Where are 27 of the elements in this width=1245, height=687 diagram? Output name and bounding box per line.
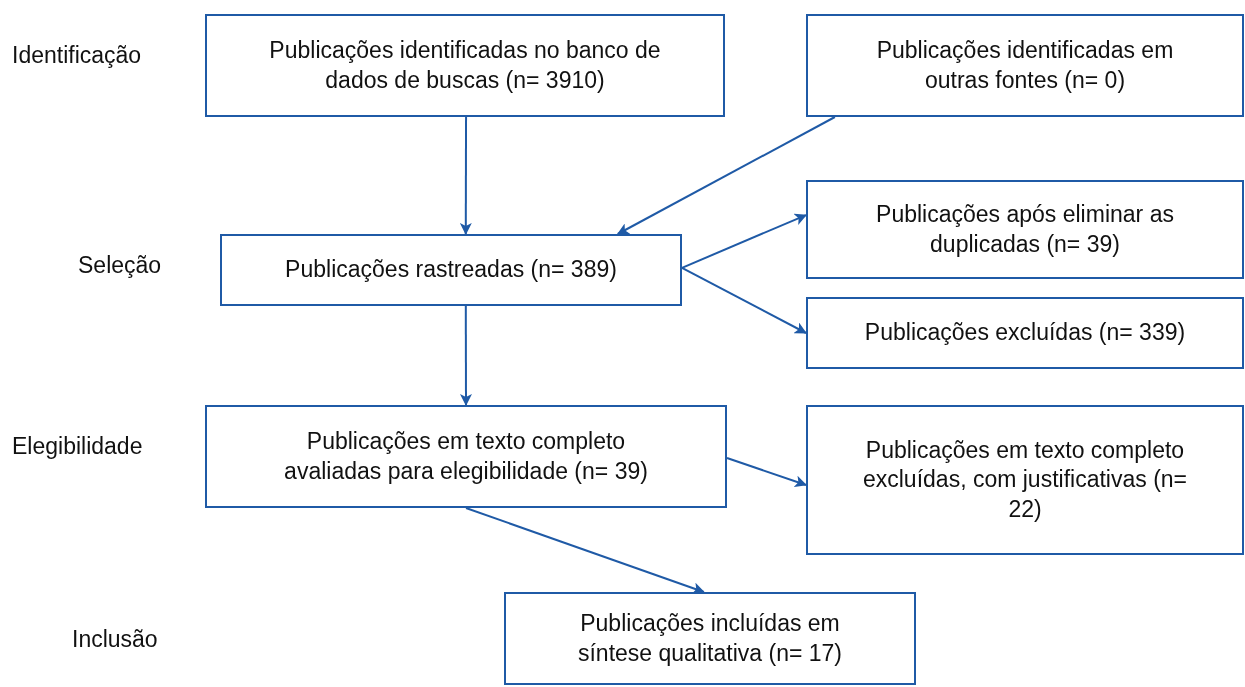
process-box — [205, 14, 725, 117]
box-text: Publicações identificadas em outras fontes (n= 0) — [875, 36, 1175, 95]
process-box — [205, 405, 727, 508]
process-box — [220, 234, 682, 306]
process-box — [806, 405, 1244, 555]
box-text: Publicações identificadas no banco de dados de buscas (n= 3910) — [268, 36, 662, 95]
process-box — [806, 180, 1244, 279]
stage-label: Identificação — [12, 42, 142, 69]
arrow — [465, 507, 705, 594]
stage-label: Seleção — [78, 252, 162, 279]
box-text: Publicações em texto completo avaliadas para elegibilidade (n= 39) — [283, 427, 649, 486]
arrow — [616, 116, 836, 235]
box-text: Publicações após eliminar as duplicadas (n= 39) — [875, 200, 1175, 259]
box-text: Publicações rastreadas (n= 389) — [285, 255, 617, 285]
box-text: Publicações incluídas em síntese qualitativa (n= 17) — [577, 609, 843, 668]
stage-label: Elegibilidade — [12, 433, 143, 460]
arrow — [726, 457, 807, 488]
box-text: Publicações em texto completo excluídas, com justificativas (n= 22) — [861, 435, 1188, 524]
box-text: Publicações excluídas (n= 339) — [864, 318, 1186, 348]
arrow — [681, 266, 807, 334]
arrow — [460, 305, 472, 406]
arrow — [459, 116, 472, 235]
stage-label: Inclusão — [72, 626, 158, 653]
process-box — [806, 297, 1244, 369]
arrow — [681, 213, 807, 269]
process-box — [504, 592, 916, 685]
process-box — [806, 14, 1244, 117]
